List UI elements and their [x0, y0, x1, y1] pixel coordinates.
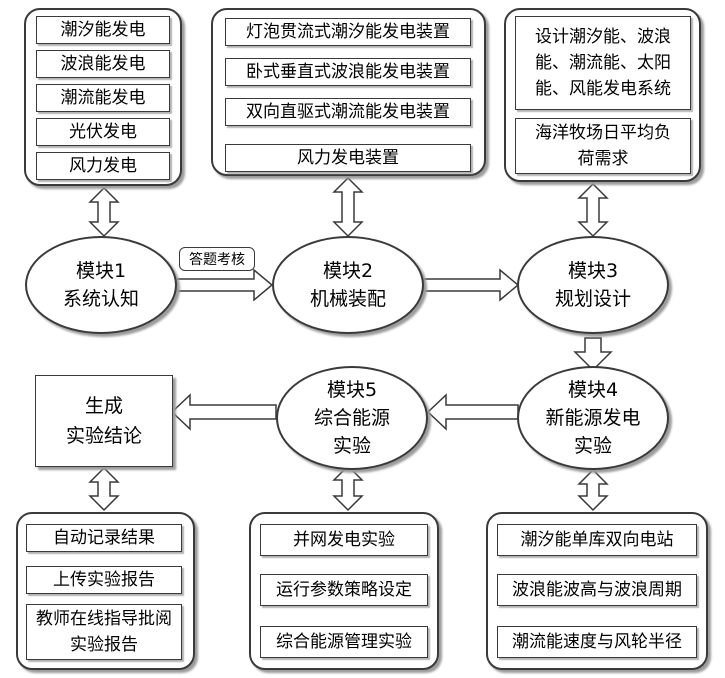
double-arrow-panel1-module1: [88, 186, 120, 238]
panel-power-experiments: 潮汐能单库双向电站 波浪能波高与波浪周期 潮流能速度与风轮半径: [486, 512, 708, 670]
item-current-power: 潮流能发电: [36, 84, 170, 112]
double-arrow-conclusion-panel: [88, 466, 120, 512]
panel-energy-types: 潮汐能发电 波浪能发电 潮流能发电 光伏发电 风力发电: [24, 8, 182, 186]
item-wave-height-period: 波浪能波高与波浪周期: [497, 574, 697, 606]
item-design-system: 设计潮汐能、波浪能、潮流能、太阳能、风能发电系统: [515, 16, 691, 110]
panel-devices: 灯泡贯流式潮汐能发电装置 卧式垂直式波浪能发电装置 双向直驱式潮流能发电装置 风…: [211, 8, 486, 176]
module-4-subtitle: 新能源发电: [545, 407, 641, 429]
conclusion-line-1: 生成: [84, 395, 123, 417]
double-arrow-panel3-module3: [577, 182, 609, 238]
item-wave-device: 卧式垂直式波浪能发电装置: [225, 58, 471, 86]
item-tidal-power: 潮汐能发电: [36, 16, 170, 44]
item-bulb-tidal-device: 灯泡贯流式潮汐能发电装置: [225, 18, 471, 46]
module-5-subtitle-2: 实验: [332, 435, 371, 457]
module-2-title: 模块2: [322, 260, 374, 282]
module-3-title: 模块3: [567, 260, 619, 282]
module-4-ellipse: 模块4 新能源发电 实验: [517, 366, 669, 470]
item-auto-record: 自动记录结果: [26, 524, 182, 552]
item-energy-management: 综合能源管理实验: [260, 626, 428, 658]
conclusion-line-2: 实验结论: [65, 425, 142, 447]
module-1-title: 模块1: [75, 260, 127, 282]
module-4-title: 模块4: [567, 379, 619, 401]
item-tidal-station: 潮汐能单库双向电站: [497, 524, 697, 556]
arrow-module3-to-module4: [573, 337, 613, 372]
double-arrow-panel2-module2: [332, 176, 364, 238]
double-arrow-module4-panel: [577, 468, 609, 512]
module-5-title: 模块5: [326, 379, 378, 401]
item-current-speed-radius: 潮流能速度与风轮半径: [497, 626, 697, 658]
module-3-subtitle: 规划设计: [554, 288, 631, 310]
module-2-ellipse: 模块2 机械装配: [272, 236, 424, 334]
arrow-module5-to-conclusion: [170, 393, 277, 431]
double-arrow-module5-panel: [332, 464, 364, 512]
item-pv-power: 光伏发电: [36, 118, 170, 146]
item-wind-power: 风力发电: [36, 152, 170, 180]
item-grid-connection: 并网发电实验: [260, 524, 428, 556]
module-1-ellipse: 模块1 系统认知: [25, 236, 177, 334]
item-load-demand: 海洋牧场日平均负荷需求: [515, 118, 691, 174]
item-current-device: 双向直驱式潮流能发电装置: [225, 98, 471, 126]
module-5-subtitle: 综合能源: [313, 407, 390, 429]
panel-integrated-experiments: 并网发电实验 运行参数策略设定 综合能源管理实验: [249, 512, 439, 670]
module-2-subtitle: 机械装配: [309, 288, 386, 310]
arrow-module1-to-module2: [175, 268, 274, 302]
arrow-module4-to-module5: [426, 393, 519, 431]
item-wave-power: 波浪能发电: [36, 50, 170, 78]
conclusion-box: 生成 实验结论: [35, 375, 173, 467]
module-4-subtitle-2: 实验: [573, 435, 612, 457]
item-upload-report: 上传实验报告: [26, 566, 182, 594]
arrow-module2-to-module3: [423, 268, 520, 302]
item-wind-device: 风力发电装置: [225, 144, 471, 172]
item-teacher-review: 教师在线指导批阅实验报告: [26, 604, 182, 660]
item-parameter-strategy: 运行参数策略设定: [260, 574, 428, 606]
module-1-subtitle: 系统认知: [62, 288, 139, 310]
module-3-ellipse: 模块3 规划设计: [517, 236, 669, 334]
panel-report: 自动记录结果 上传实验报告 教师在线指导批阅实验报告: [16, 512, 195, 670]
panel-planning: 设计潮汐能、波浪能、潮流能、太阳能、风能发电系统 海洋牧场日平均负荷需求: [504, 8, 701, 182]
quiz-assessment-label: 答题考核: [179, 247, 255, 271]
module-5-ellipse: 模块5 综合能源 实验: [276, 366, 428, 470]
